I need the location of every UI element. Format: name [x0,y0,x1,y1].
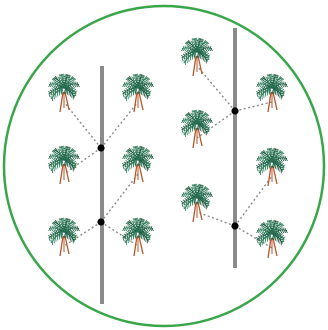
junction-dot-icon [231,107,238,114]
trunk-lines [102,28,235,304]
palm-seedling-icon [122,74,153,112]
junction-dot-icon [97,144,104,151]
connector-line [101,174,138,222]
connector-line [197,66,235,111]
connector-line [235,102,272,111]
connector-line [235,176,272,226]
connector-line [64,102,101,148]
palm-seedling-icon [48,218,79,256]
connector-lines [64,66,272,248]
palm-seedling-icon [122,146,153,184]
palm-seedling-icon [256,220,287,258]
palm-seedling-icon [181,110,212,148]
palm-seedling-icon [48,146,79,184]
palm-seedling-icon [122,218,153,256]
palm-seedling-icon [48,74,79,112]
junction-dot-icon [97,218,104,225]
palm-seedling-icon [256,148,287,186]
junction-dot-icon [231,222,238,229]
palm-seedling-icon [181,38,212,76]
connector-line [197,212,235,226]
palm-seedling-icon [256,74,287,112]
palm-plants [48,38,287,258]
connector-line [101,102,138,148]
